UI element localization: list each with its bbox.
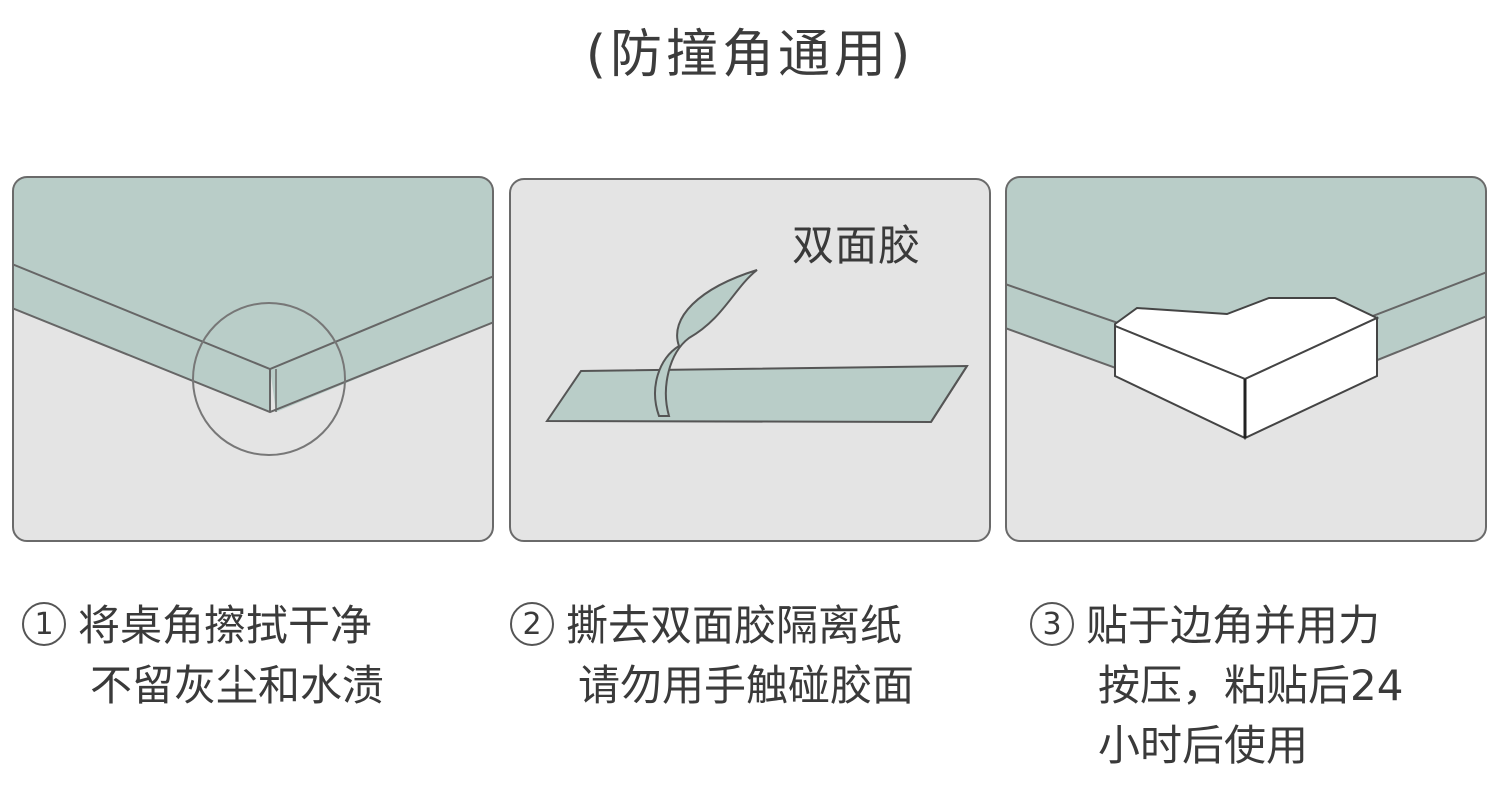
step-number-badge: 1 xyxy=(22,602,66,646)
step-1-caption: 1 将桌角擦拭干净 不留灰尘和水渍 xyxy=(22,596,384,716)
corner-guard xyxy=(1114,297,1380,440)
step-2-illustration xyxy=(509,178,991,544)
step-text-line: 小时后使用 xyxy=(1098,721,1309,770)
step-text-line: 贴于边角并用力 xyxy=(1086,601,1381,650)
step-text-line: 请勿用手触碰胶面 xyxy=(578,661,915,710)
step-3-caption: 3 贴于边角并用力 按压，粘贴后24 小时后使用 xyxy=(1030,596,1403,776)
step-text-line: 撕去双面胶隔离纸 xyxy=(566,601,903,650)
tape-label: 双面胶 xyxy=(792,221,922,270)
step-1-illustration xyxy=(12,176,494,542)
step-text-line: 不留灰尘和水渍 xyxy=(90,661,385,710)
page-title: (防撞角通用) xyxy=(585,25,915,85)
peeled-liner xyxy=(654,269,758,417)
step-number-badge: 2 xyxy=(510,602,554,646)
highlight-circle xyxy=(192,302,346,456)
tape-strip xyxy=(545,364,969,424)
step-2-caption: 2 撕去双面胶隔离纸 请勿用手触碰胶面 xyxy=(510,596,914,716)
step-number-badge: 3 xyxy=(1030,602,1074,646)
step-text-line: 将桌角擦拭干净 xyxy=(78,601,373,650)
step-3-illustration xyxy=(1005,176,1487,542)
step-text-line: 按压，粘贴后24 xyxy=(1098,661,1404,710)
